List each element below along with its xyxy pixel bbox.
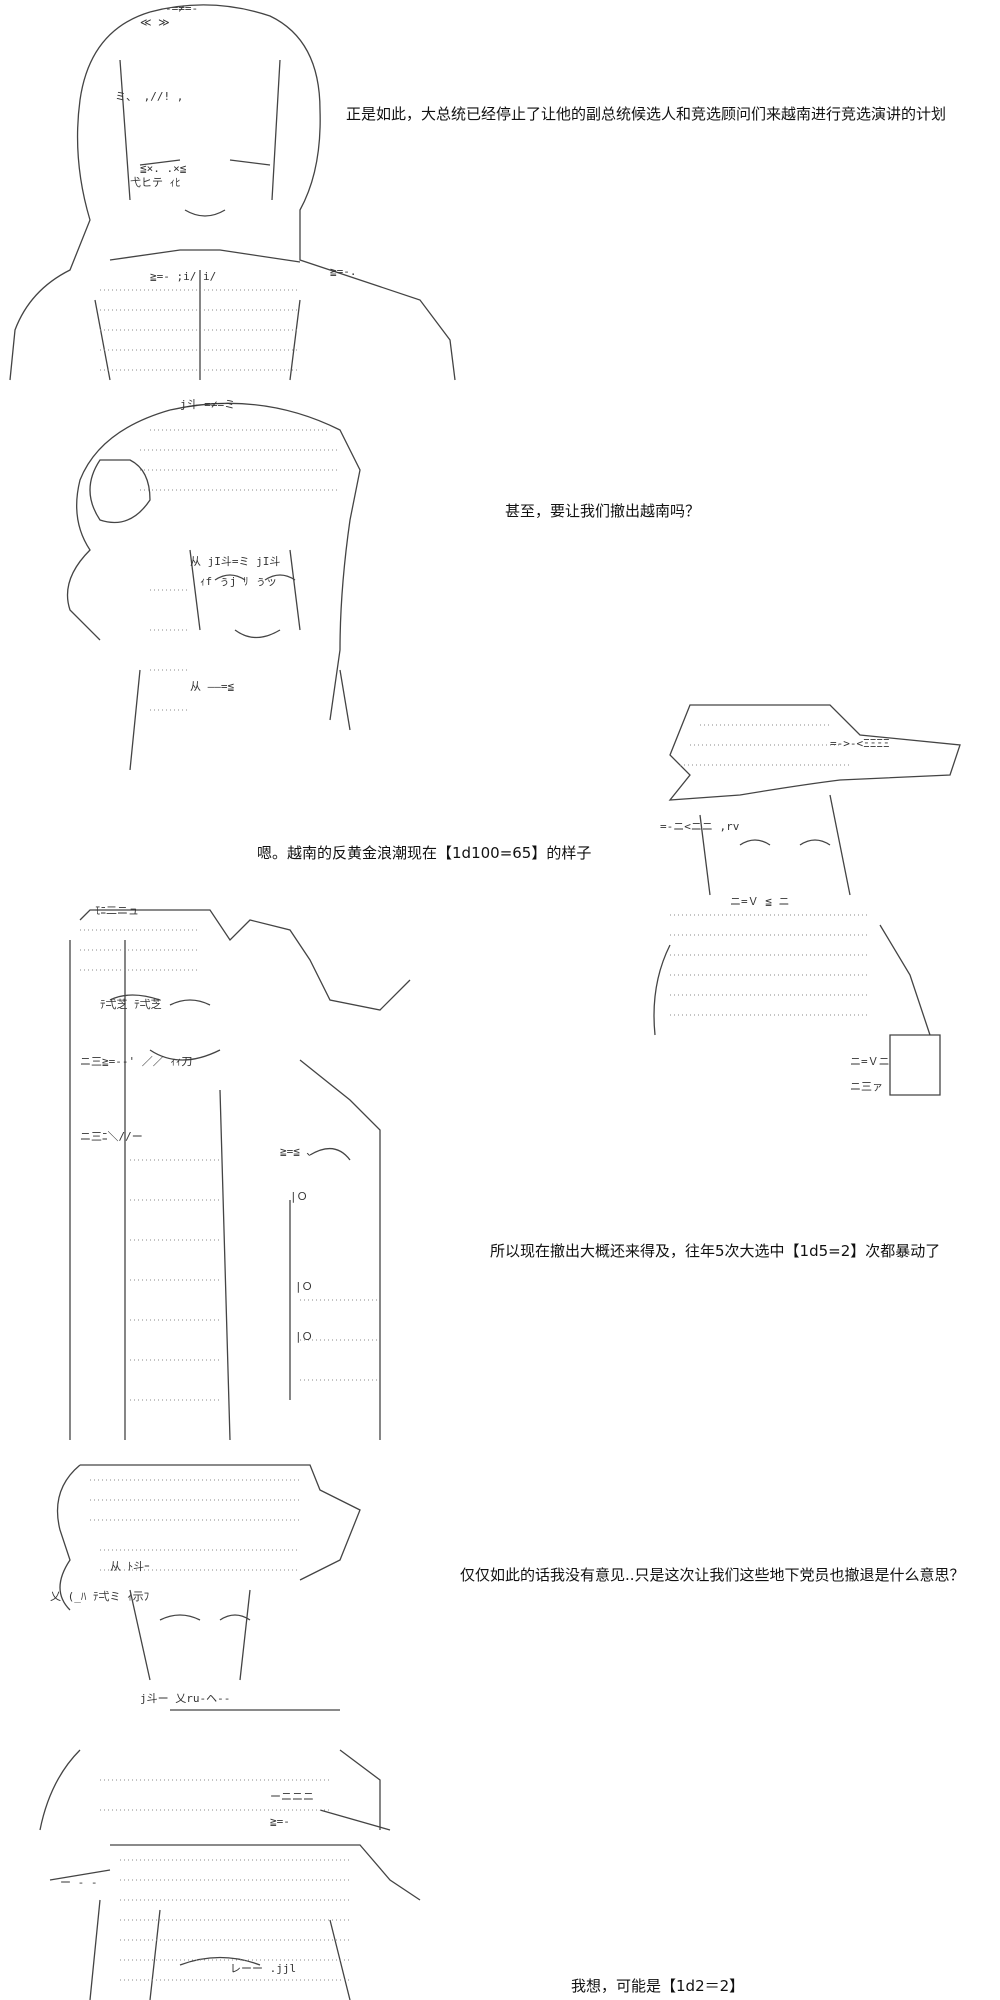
caption-5: 仅仅如此的话我没有意见..只是这次让我们这些地下党员也撤退是什么意思？: [460, 1566, 965, 1584]
svg-text:弋ヒテ ｨﾋ: 弋ヒテ ｨﾋ: [130, 176, 181, 189]
leaning-figure-art: ー - - レーー .jjl: [49, 1844, 421, 2000]
svg-text:从 jI斗=ミ jI斗: 从 jI斗=ミ jI斗: [190, 555, 280, 568]
svg-text:乂 (_ﾊ ﾃ弌ミ ｨ示ﾌ: 乂 (_ﾊ ﾃ弌ミ ｨ示ﾌ: [50, 1590, 149, 1603]
svg-text:ニ三≧=--' ／／ ｨｨ刀: ニ三≧=--' ／／ ｨｨ刀: [80, 1055, 192, 1068]
caption-1: 正是如此，大总统已经停止了让他的副总统候选人和竞选顾问们来越南进行竞选演讲的计划: [346, 105, 947, 123]
caption-2: 甚至，要让我们撤出越南吗？: [505, 502, 701, 520]
svg-text:ニ三ﾆ＼//ー: ニ三ﾆ＼//ー: [80, 1130, 143, 1143]
capped-figure-art: j斗-=≠=ミ 从 jI斗=ミ jI斗 ｨf ぅj ﾘ ぅッ 从 ——=≦: [66, 398, 361, 770]
svg-text:ｨf ぅj ﾘ ぅッ: ｨf ぅj ﾘ ぅッ: [200, 575, 277, 588]
standing-figure-art: ﾓﾆ二ニュ ﾃ弌芝 ﾃ弌芝 ニ三≧=--' ／／ ｨｨ刀 ニ三ﾆ＼//ー ≧=≦…: [69, 904, 411, 1441]
svg-text:ニ=Ｖニ: ニ=Ｖニ: [850, 1055, 890, 1068]
caption-6: 我想，可能是【1d2＝2】: [571, 1977, 745, 1995]
svg-text:从 ——=≦: 从 ——=≦: [190, 680, 234, 693]
svg-text:≧=- ;i/ i/: ≧=- ;i/ i/: [150, 270, 216, 283]
svg-text:j斗-=≠=ミ: j斗-=≠=ミ: [180, 398, 235, 411]
svg-text:ﾃ弌芝 ﾃ弌芝: ﾃ弌芝 ﾃ弌芝: [100, 998, 162, 1011]
svg-text:≦×. .×≦: ≦×. .×≦: [140, 162, 187, 175]
svg-text:-=≠=-: -=≠=-: [165, 2, 198, 15]
svg-text:|Ｏ: |Ｏ: [290, 1190, 308, 1203]
svg-text:从 ﾄ斗ｰ: 从 ﾄ斗ｰ: [110, 1560, 150, 1573]
svg-text:ー - -: ー - -: [60, 1876, 98, 1889]
svg-text:≧=≦ ､: ≧=≦ ､: [280, 1145, 312, 1158]
caption-4: 所以现在撤出大概还来得及，往年5次大选中【1d5=2】次都暴动了: [490, 1242, 941, 1260]
caption-3: 嗯。越南的反黄金浪潮现在【1d100=65】的样子: [257, 844, 592, 862]
svg-text:レーー .jjl: レーー .jjl: [230, 1962, 296, 1975]
svg-text:≪ ≫: ≪ ≫: [140, 16, 170, 29]
long-haired-figure-art: -=≠=- ≪ ≫ ミ、 ,//! , ≦×. .×≦ 弋ヒテ ｨﾋ ≧=- ;…: [9, 2, 456, 381]
svg-text:ーニニニ: ーニニニ: [270, 1790, 314, 1803]
svg-text:ミ、 ,//! ,: ミ、 ,//! ,: [115, 90, 183, 103]
svg-text:=->-<ΞΞΞΞ: =->-<ΞΞΞΞ: [830, 737, 890, 750]
svg-text:ﾓﾆ二ニュ: ﾓﾆ二ニュ: [95, 904, 139, 917]
visor-cap-figure-art: =->-<ΞΞΞΞ =-ニ<ニニ ,rv ニ=Ｖ ≦ ニ ニ=Ｖニ ニ三ァ: [653, 704, 961, 1096]
svg-text:≧=-: ≧=-: [270, 1815, 290, 1828]
svg-text:≧=-.: ≧=-.: [330, 265, 357, 278]
svg-text:|Ｏ: |Ｏ: [295, 1280, 313, 1293]
svg-text:ニ三ァ: ニ三ァ: [850, 1080, 883, 1093]
svg-text:ニ=Ｖ ≦ ニ: ニ=Ｖ ≦ ニ: [730, 895, 790, 908]
svg-text:|Ｏ: |Ｏ: [295, 1330, 313, 1343]
svg-text:j斗ー 乂ru-ヘ--: j斗ー 乂ru-ヘ--: [140, 1692, 230, 1705]
seated-figure-art: 从 ﾄ斗ｰ 乂 (_ﾊ ﾃ弌ミ ｨ示ﾌ j斗ー 乂ru-ヘ-- ーニニニ ≧=-: [39, 1464, 391, 1831]
svg-text:=-ニ<ニニ ,rv: =-ニ<ニニ ,rv: [660, 820, 740, 833]
